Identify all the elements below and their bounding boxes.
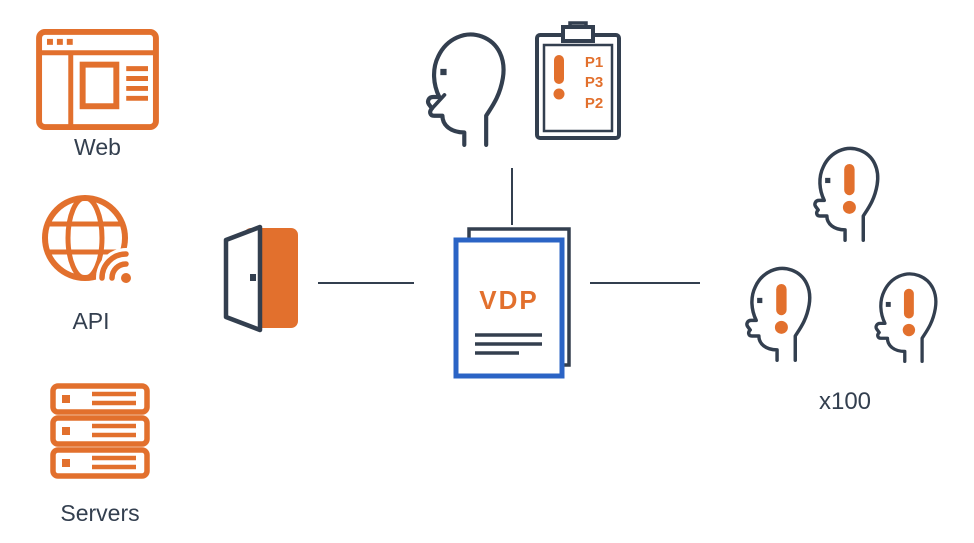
api-asset (38, 192, 156, 308)
web-asset (35, 28, 160, 136)
web-label: Web (74, 134, 121, 160)
priority-p1: P1 (585, 54, 603, 71)
researcher-head-1 (795, 138, 883, 247)
servers-label: Servers (60, 500, 140, 526)
exclamation-icon (842, 164, 856, 214)
servers-asset (50, 383, 150, 485)
researcher-head-2 (727, 258, 815, 367)
globe-signal-icon (42, 195, 156, 308)
connector-door-vdp (318, 282, 414, 284)
browser-window-icon (36, 28, 159, 131)
clipboard-icon: P1 P3 P2 (535, 21, 621, 140)
server-rack-icon (50, 383, 150, 479)
connector-vdp-researchers (590, 282, 700, 284)
triage-analyst (402, 22, 512, 152)
researcher-head-exclamation-icon (874, 272, 938, 363)
api-label: API (72, 308, 110, 334)
researcher-head-exclamation-icon (745, 266, 812, 362)
priority-p3: P3 (585, 74, 603, 91)
triage-clipboard: P1 P3 P2 (532, 21, 624, 148)
exclamation-icon (774, 284, 788, 334)
entry-door (212, 220, 307, 340)
researcher-head-exclamation-icon (813, 146, 880, 242)
exclamation-icon (902, 288, 916, 337)
exclamation-icon (553, 55, 565, 100)
researcher-count-label: x100 (818, 388, 872, 415)
connector-head-vdp (511, 168, 513, 225)
vdp-title: VDP (479, 285, 538, 315)
analyst-head-icon (425, 32, 506, 148)
open-door-icon (223, 224, 298, 333)
document-stack-icon: VDP (453, 227, 571, 379)
researcher-head-3 (857, 264, 941, 368)
priority-p2: P2 (585, 95, 603, 112)
vdp-document: VDP (453, 227, 575, 384)
